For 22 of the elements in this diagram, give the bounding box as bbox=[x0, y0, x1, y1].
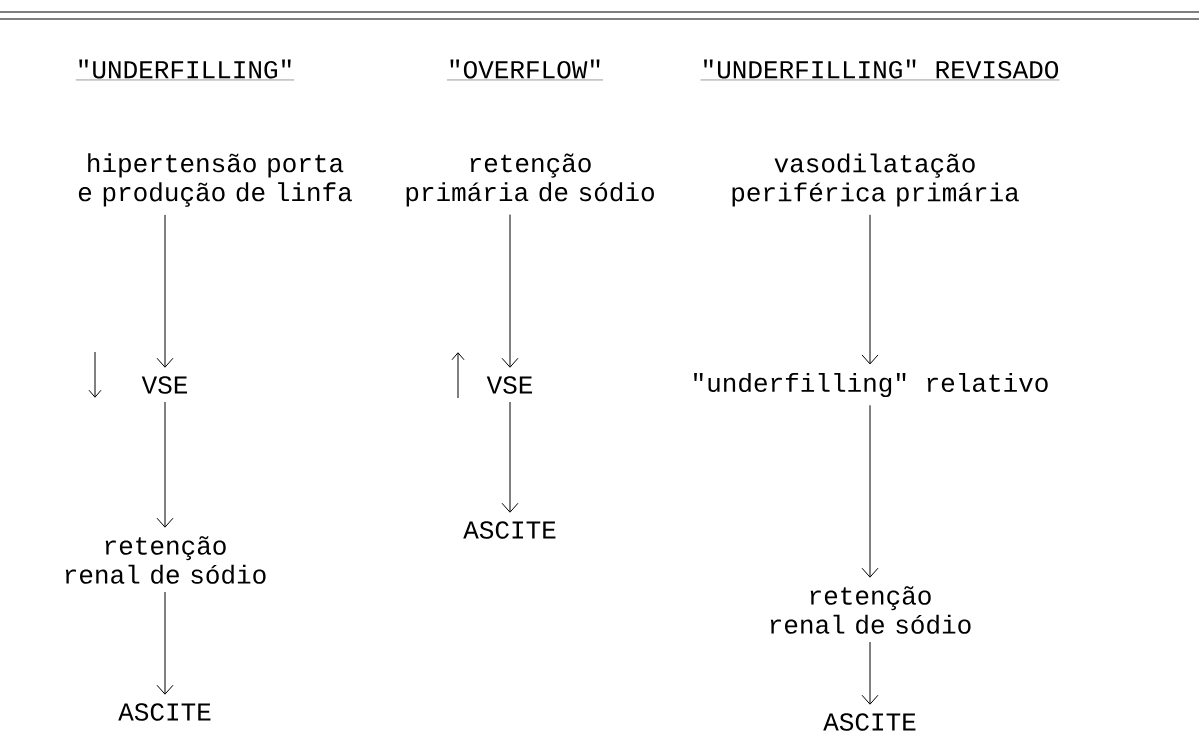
flow-text: ASCITE bbox=[118, 703, 211, 721]
column-heading: "UNDERFILLING" bbox=[75, 59, 295, 81]
arrow bbox=[861, 404, 879, 578]
flow-text: retenção primária de sódio bbox=[406, 153, 654, 207]
flow-text: vasodilatação periférica primária bbox=[732, 153, 1019, 207]
arrow bbox=[156, 214, 174, 368]
flow-text: VSE bbox=[486, 376, 533, 394]
flow-text: retenção renal de sódio bbox=[65, 536, 266, 584]
flow-text: retenção renal de sódio bbox=[770, 586, 971, 634]
arrow bbox=[501, 401, 519, 513]
arrow bbox=[156, 401, 174, 528]
flow-text: hipertensão porta e produção de linfa bbox=[78, 153, 352, 207]
arrow bbox=[501, 214, 519, 368]
flow-text: VSE bbox=[141, 376, 188, 394]
arrow bbox=[156, 591, 174, 695]
flow-text: "underfilling" relativo bbox=[694, 372, 1048, 398]
column-heading: "UNDERFILLING" REVISADO bbox=[700, 59, 1060, 81]
flow-text: ASCITE bbox=[463, 521, 556, 539]
flow-text: ASCITE bbox=[823, 713, 916, 731]
arrow bbox=[861, 214, 879, 365]
arrow bbox=[861, 641, 879, 705]
column-heading: "OVERFLOW" bbox=[446, 59, 604, 81]
